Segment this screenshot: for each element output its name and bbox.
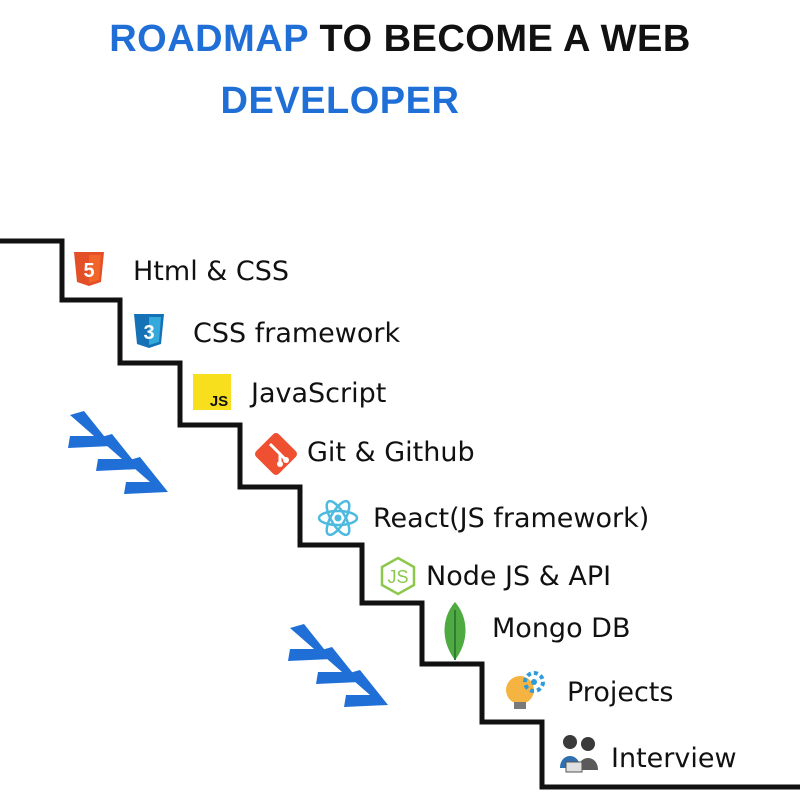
svg-text:JS: JS (210, 393, 228, 410)
arrow-chevron-icon (344, 670, 388, 707)
step-label-javascript: JavaScript (251, 378, 387, 409)
step-label-projects: Projects (567, 677, 674, 708)
step-label-react: React(JS framework) (373, 503, 650, 534)
title-highlight: ROADMAP (109, 18, 309, 60)
step-label-node-api: Node JS & API (426, 561, 612, 592)
css3-icon: 3 (134, 314, 164, 348)
js-icon: JS (193, 374, 231, 410)
mongodb-icon (444, 602, 466, 660)
git-icon (255, 433, 297, 475)
svg-text:JS: JS (387, 567, 408, 587)
step-label-html-css: Html & CSS (133, 256, 290, 287)
step-label-css-framework: CSS framework (193, 318, 401, 349)
arrow-chevron-icon (124, 457, 168, 494)
page-title-line-2: DEVELOPER (220, 80, 460, 122)
arrows-decoration-lower (288, 624, 388, 707)
svg-text:5: 5 (83, 260, 94, 282)
page-title-line-1: ROADMAP TO BECOME A WEB (0, 18, 800, 61)
step-label-interview: Interview (611, 743, 737, 774)
nodejs-icon: JS (380, 556, 416, 596)
staircase-line (0, 238, 800, 790)
svg-text:3: 3 (143, 322, 154, 344)
interview-people-icon (560, 735, 598, 773)
react-icon (317, 499, 359, 537)
html5-icon: 5 (74, 252, 104, 286)
lightbulb-gear-icon (506, 671, 545, 709)
title-rest: TO BECOME A WEB (319, 18, 691, 60)
step-label-mongo-db: Mongo DB (492, 613, 631, 644)
arrows-decoration-upper (68, 411, 168, 494)
step-label-git-github: Git & Github (307, 437, 475, 468)
